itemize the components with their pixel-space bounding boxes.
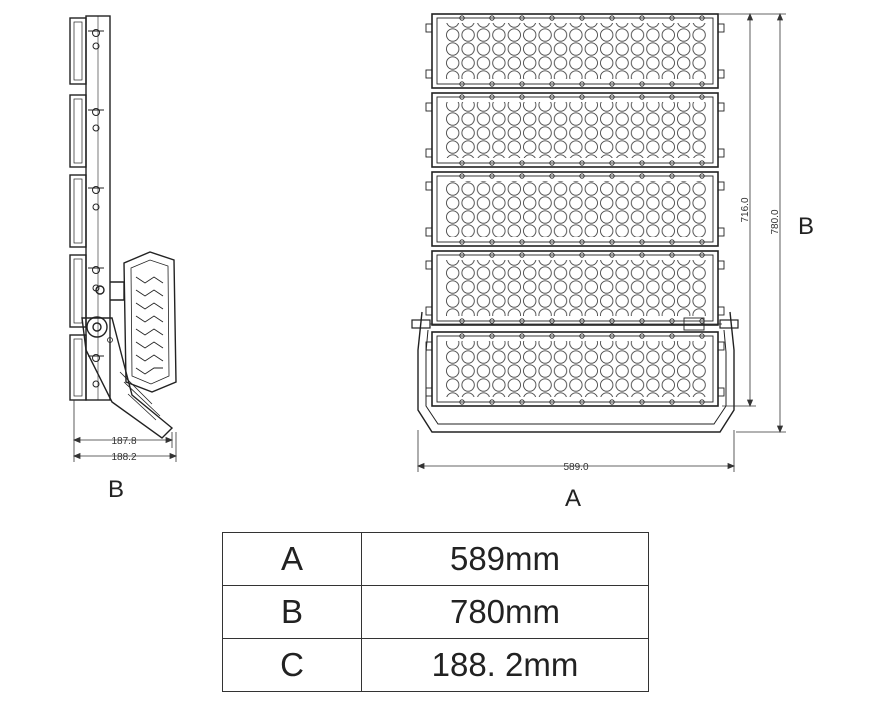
- overall-height-dimension: 780.0: [770, 209, 781, 234]
- table-key-cell: B: [222, 585, 362, 639]
- led-module: [425, 13, 725, 89]
- side-view-label: B: [108, 476, 124, 503]
- panel-height-dimension: 716.0: [740, 197, 751, 222]
- led-module-stack: [425, 13, 725, 407]
- table-key-cell: A: [222, 532, 362, 586]
- table-key-cell: C: [222, 638, 362, 692]
- side-depth-dimension: 187.8: [111, 436, 136, 447]
- front-height-label: B: [798, 213, 814, 240]
- front-width-dimension: 589.0: [563, 462, 588, 473]
- led-module: [425, 331, 725, 407]
- side-dimension-lines: [72, 400, 178, 462]
- table-row: B 780mm: [222, 585, 649, 639]
- table-value-cell: 589mm: [361, 532, 649, 586]
- led-module: [425, 92, 725, 168]
- table-value-cell: 188. 2mm: [361, 638, 649, 692]
- side-view-drawing: [69, 15, 177, 439]
- table-row: C 188. 2mm: [222, 638, 649, 692]
- table-row: A 589mm: [222, 532, 649, 586]
- table-value-cell: 780mm: [361, 585, 649, 639]
- front-view-drawing: [411, 13, 739, 433]
- dimension-spec-table: A 589mm B 780mm C 188. 2mm: [222, 532, 649, 692]
- front-dimension-lines: [416, 12, 786, 472]
- led-module: [425, 171, 725, 247]
- side-overall-depth-dimension: 188.2: [111, 452, 136, 463]
- front-width-label: A: [565, 485, 581, 512]
- led-module: [425, 250, 725, 326]
